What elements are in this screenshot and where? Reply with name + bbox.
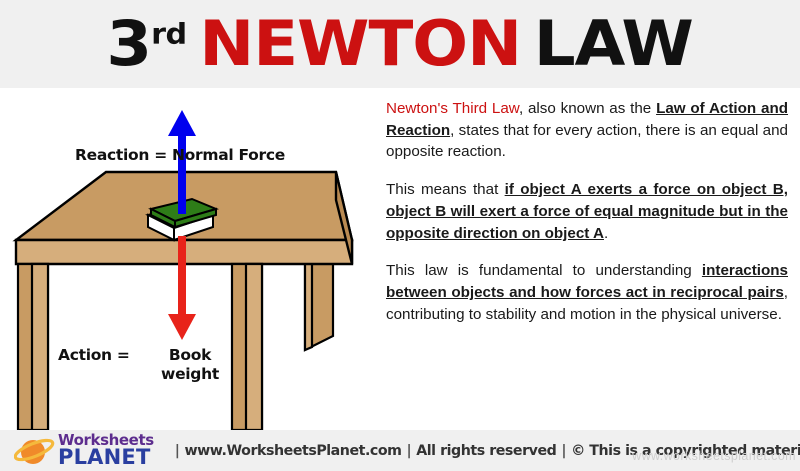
- paragraph-definition: Newton's Third Law, also known as the La…: [386, 98, 788, 163]
- p3-part-b: , contributing to stability and motion i…: [386, 284, 788, 323]
- force-diagram: Reaction = Normal Force: [0, 88, 372, 430]
- table-leg-front-left: [16, 262, 50, 430]
- book-weight-line-2: weight: [161, 365, 219, 384]
- title-ordinal-number: 3: [106, 7, 153, 80]
- table-book-arrows-svg: [12, 110, 354, 430]
- page-footer: Worksheets PLANET |www.WorksheetsPlanet.…: [0, 430, 800, 471]
- footer-separator-3: |: [561, 442, 567, 459]
- action-arrow-down: [168, 236, 196, 340]
- title-ordinal-suffix: rd: [151, 17, 187, 51]
- footer-site-url[interactable]: www.WorksheetsPlanet.com: [184, 442, 402, 459]
- reaction-arrow-up: [168, 110, 196, 214]
- page-body: Reaction = Normal Force: [0, 88, 800, 430]
- reaction-label: Reaction = Normal Force: [75, 146, 285, 164]
- title-word-law: LAW: [534, 7, 694, 80]
- object-ab-force-statement: if object A exerts a force on object B, …: [386, 181, 788, 242]
- logo-word-planet: PLANET: [58, 444, 151, 469]
- title-ordinal: 3rd: [106, 7, 188, 80]
- explanation-text: Newton's Third Law, also known as the La…: [386, 98, 788, 326]
- p2-part-b: .: [603, 224, 609, 242]
- table-group: [12, 170, 354, 430]
- p1-part-b: , states that for every action, there is…: [386, 121, 788, 161]
- table-leg-front-right: [230, 262, 264, 430]
- book-weight-line-1: Book: [168, 346, 212, 364]
- footer-rights: All rights reserved: [416, 442, 557, 459]
- footer-separator-1: |: [174, 442, 180, 459]
- title-word-newton: NEWTON: [199, 7, 523, 80]
- p3-part-a: This law is fundamental to understanding: [386, 262, 702, 280]
- worksheets-planet-logo[interactable]: Worksheets PLANET: [14, 430, 154, 469]
- paragraph-meaning: This means that if object A exerts a for…: [386, 179, 788, 244]
- book-group: [145, 197, 219, 242]
- table-apron-right: [334, 171, 354, 265]
- footer-credits: |www.WorksheetsPlanet.com|All rights res…: [170, 443, 800, 459]
- reciprocal-pairs-statement: interactions between objects and how for…: [386, 262, 788, 302]
- paragraph-significance: This law is fundamental to understanding…: [386, 260, 788, 325]
- footer-separator-2: |: [406, 442, 412, 459]
- newtons-third-law-term: Newton's Third Law: [386, 100, 519, 117]
- planet-icon: [14, 438, 55, 464]
- action-label: Action =: [58, 346, 130, 364]
- logo-wordmark: Worksheets PLANET: [58, 430, 154, 469]
- book-weight-label: Book weight: [148, 346, 232, 385]
- footer-copyright: © This is a copyrighted material: [571, 442, 800, 459]
- logo-word-worksheets: Worksheets: [58, 430, 154, 449]
- law-of-action-and-reaction-term: Law of Action and Reaction: [386, 100, 789, 139]
- p2-part-a: This means that: [386, 181, 505, 199]
- book-cover-side: [174, 207, 217, 229]
- p1-part-a: , also known as the: [518, 100, 657, 117]
